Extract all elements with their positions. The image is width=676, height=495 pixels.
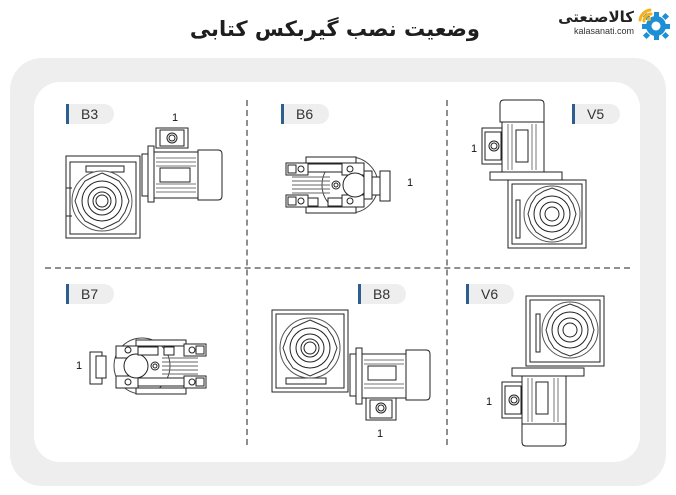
input-marker-v5: 1 — [471, 143, 478, 155]
position-tag-b6: B6 — [281, 104, 329, 124]
gearbox-drawing-b7 — [88, 336, 208, 396]
gearbox-drawing-v6 — [500, 296, 610, 448]
input-marker-b8: 1 — [377, 428, 384, 440]
input-marker-b7: 1 — [76, 360, 83, 372]
position-tag-b8: B8 — [358, 284, 406, 304]
separator-horizontal — [45, 267, 630, 269]
input-marker-b6: 1 — [407, 177, 414, 189]
input-marker-b3: 1 — [172, 112, 179, 124]
position-tag-b7: B7 — [66, 284, 114, 304]
brand-logo[interactable]: کالاصنعتی kalasanati.com — [547, 4, 672, 44]
page-title: وضعیت نصب گیربکس کتابی — [189, 17, 480, 41]
brand-name-fa: کالاصنعتی — [558, 8, 634, 26]
position-tag-v6: V6 — [466, 284, 514, 304]
input-marker-v6: 1 — [486, 396, 493, 408]
gearbox-drawing-b8 — [270, 308, 432, 422]
position-tag-v5: V5 — [572, 104, 620, 124]
separator-vertical-left — [246, 100, 248, 445]
gear-wifi-icon — [638, 8, 670, 40]
separator-vertical-right — [446, 100, 448, 445]
gearbox-drawing-b6 — [284, 155, 404, 215]
position-tag-b3: B3 — [66, 104, 114, 124]
gearbox-drawing-b3 — [64, 128, 224, 248]
gearbox-drawing-v5 — [480, 100, 590, 252]
brand-name-en: kalasanati.com — [573, 26, 634, 36]
